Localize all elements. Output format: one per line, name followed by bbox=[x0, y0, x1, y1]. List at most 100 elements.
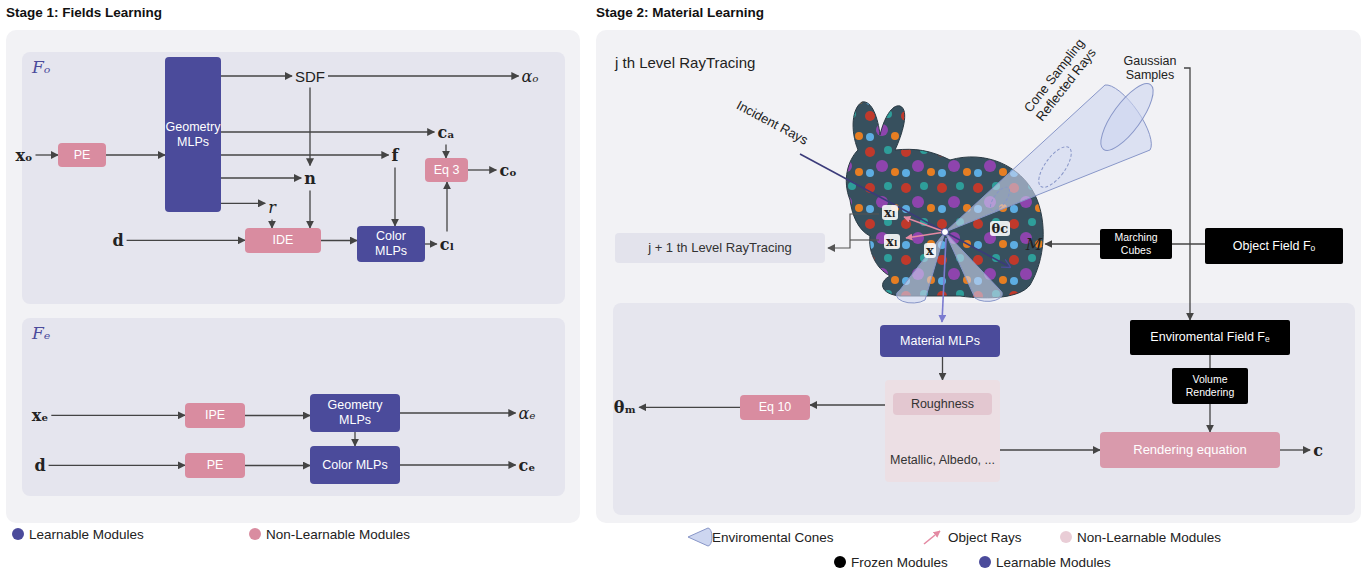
node-text: Marching Cubes bbox=[1104, 231, 1168, 256]
angle-label: θc bbox=[990, 221, 1011, 236]
connector-arrow bbox=[1184, 68, 1190, 320]
node-text: d bbox=[112, 231, 123, 250]
panel-heading: Fₒ bbox=[32, 57, 50, 77]
object-ray bbox=[904, 217, 945, 232]
node-text: αₑ bbox=[519, 404, 536, 423]
node-text: Object Field Fₒ bbox=[1233, 239, 1316, 254]
frozen-step-box: Marching Cubes bbox=[1100, 229, 1172, 258]
encoding-box: IPE bbox=[185, 403, 245, 428]
connector-arrow bbox=[810, 404, 893, 405]
connector-arrow bbox=[445, 145, 446, 159]
connector-arrow bbox=[1172, 243, 1205, 244]
connector-arrow bbox=[106, 154, 165, 155]
node-text: IPE bbox=[205, 408, 225, 423]
connector-arrow bbox=[221, 203, 265, 204]
point-label: x bbox=[924, 243, 936, 258]
sample-label: Gaussian Samples bbox=[1119, 54, 1181, 82]
equation-box: Eq 10 bbox=[740, 395, 810, 420]
node-text: cₒ bbox=[499, 161, 516, 180]
legend-swatch bbox=[1060, 531, 1072, 543]
connector-arrow bbox=[328, 75, 519, 76]
variable: r bbox=[268, 198, 276, 217]
node-text: Roughness bbox=[911, 397, 974, 412]
input-variable: d bbox=[34, 456, 45, 475]
output-variable: cₒ bbox=[499, 161, 516, 180]
frozen-field-box: Enviromental Field Fₑ bbox=[1130, 320, 1290, 355]
node-text: d bbox=[34, 456, 45, 475]
node-text: cₐ bbox=[437, 123, 454, 142]
legend-swatch bbox=[249, 528, 261, 540]
connector-arrow bbox=[221, 154, 389, 155]
frozen-field-box: Object Field Fₒ bbox=[1205, 228, 1343, 264]
node-text: f bbox=[392, 146, 399, 165]
node-text: c bbox=[1313, 441, 1323, 460]
node-text: Color MLPs bbox=[361, 229, 421, 259]
variable: f bbox=[392, 146, 399, 165]
node-text: Enviromental Field Fₑ bbox=[1150, 330, 1269, 345]
field-panel: FₑxₑIPEGeometry MLPsαₑdPEColor MLPscₑ bbox=[22, 318, 565, 496]
node-text: Color MLPs bbox=[322, 458, 387, 473]
node-text: xₑ bbox=[32, 406, 49, 425]
node-text: Metallic, Albedo, ... bbox=[890, 453, 995, 468]
node-text: PE bbox=[207, 458, 224, 473]
connector-arrow bbox=[639, 407, 740, 408]
node-text: PE bbox=[74, 148, 91, 163]
legend-text: Object Rays bbox=[948, 530, 1022, 545]
node-text: xₒ bbox=[16, 146, 33, 165]
node-text: Volume Rendering bbox=[1176, 373, 1244, 398]
connector-arrow bbox=[271, 220, 272, 229]
connector-arrow bbox=[127, 240, 245, 241]
mlp-box: Material MLPs bbox=[880, 325, 1000, 357]
panel-heading: Stage 2: Material Learning bbox=[596, 5, 764, 20]
frozen-step-box: Volume Rendering bbox=[1172, 368, 1248, 404]
connector-arrow bbox=[321, 240, 357, 241]
connector-arrow bbox=[468, 169, 496, 170]
legend-swatch bbox=[979, 556, 991, 568]
mesh-variable: M bbox=[1026, 235, 1042, 254]
legend-text: Learnable Modules bbox=[996, 555, 1111, 570]
connector-arrow bbox=[221, 75, 292, 76]
connector-arrow bbox=[36, 154, 59, 155]
point-label: xₗ bbox=[884, 234, 900, 249]
node-text: cₑ bbox=[519, 456, 536, 475]
legend-text: Learnable Modules bbox=[29, 527, 144, 542]
point-label: xₗ bbox=[882, 205, 898, 220]
equation-box: Eq 3 bbox=[425, 158, 468, 182]
encoding-box: IDE bbox=[245, 228, 321, 253]
connector-arrow bbox=[394, 168, 395, 227]
connector-arrow bbox=[221, 131, 434, 132]
mlp-box: Color MLPs bbox=[357, 226, 425, 262]
connector-arrow bbox=[1209, 404, 1210, 432]
node-text: Eq 3 bbox=[434, 163, 460, 178]
legend-text: Enviromental Cones bbox=[712, 530, 834, 545]
connector-arrow bbox=[400, 412, 516, 413]
connector-arrow bbox=[400, 464, 516, 465]
input-variable: xₒ bbox=[16, 146, 33, 165]
encoding-box: PE bbox=[185, 453, 245, 478]
input-variable: xₑ bbox=[32, 406, 49, 425]
output-variable: SDF bbox=[295, 68, 325, 85]
output-variable: θₘ bbox=[614, 398, 636, 417]
node-text: M bbox=[1026, 235, 1042, 254]
rendering-box: Rendering equation bbox=[1100, 432, 1280, 468]
variable: n bbox=[304, 169, 316, 188]
legend-text: Frozen Modules bbox=[851, 555, 948, 570]
node-text: SDF bbox=[295, 68, 325, 85]
node-text: Gaussian Samples bbox=[1119, 54, 1181, 82]
connector-arrow bbox=[309, 191, 310, 229]
node-text: θₘ bbox=[614, 398, 636, 417]
variable: cₗ bbox=[440, 235, 454, 254]
connector-arrow bbox=[245, 465, 310, 466]
connector-arrow bbox=[1045, 243, 1100, 244]
recursion-leader bbox=[850, 239, 879, 240]
node-text: Material MLPs bbox=[900, 334, 980, 349]
node-text: αₒ bbox=[522, 67, 539, 86]
legend-swatch bbox=[834, 556, 846, 568]
node-text: Eq 10 bbox=[759, 400, 792, 415]
node-text: r bbox=[268, 198, 276, 217]
stage-panel: Stage 1: Fields LearningFₒxₒPEGeometry M… bbox=[6, 30, 580, 523]
connector-arrow bbox=[425, 243, 437, 244]
node-text: IDE bbox=[273, 233, 294, 248]
connector-arrow bbox=[446, 182, 447, 232]
node-text: j + 1 th Level RayTracing bbox=[648, 240, 792, 256]
